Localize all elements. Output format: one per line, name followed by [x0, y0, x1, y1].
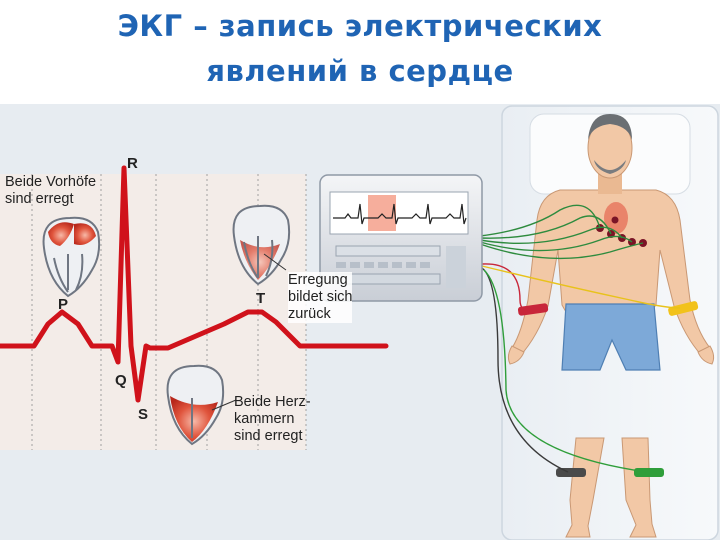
ecg-illustration: Beide Vorhöfe sind erregt Erregung bilde… [0, 100, 720, 540]
heart-recovery-icon [232, 204, 291, 286]
label-ventricles-line-2: kammern [234, 411, 295, 427]
label-atria-excited: Beide Vorhöfe sind erregt [5, 174, 96, 208]
wave-label-q: Q [115, 372, 127, 389]
label-recovery-line-2: bildet sich [288, 289, 353, 305]
wave-label-r: R [127, 155, 138, 172]
annotation-pointers [211, 253, 287, 411]
label-ventricles-line-3: sind erregt [234, 428, 303, 444]
wave-label-t: T [256, 290, 266, 307]
wave-label-p: P [58, 296, 69, 313]
label-ventricles-excited: Beide Herz- kammern sind erregt [234, 394, 311, 445]
ecg-monitor-icon [319, 174, 483, 302]
label-atria-line-1: Beide Vorhöfe [5, 174, 97, 190]
slide-title-line-1: ЭКГ – запись электрических [117, 9, 603, 43]
heart-atria-icon [42, 216, 101, 298]
slide-title: ЭКГ – запись электрических явлений в сер… [0, 4, 720, 94]
label-recovery-line-3: zurück [288, 306, 331, 322]
label-ventricles-line-1: Beide Herz- [234, 394, 311, 410]
wave-label-s: S [138, 406, 149, 423]
label-excitation-recovery: Erregung bildet sich zurück [288, 272, 353, 323]
slide-title-line-2: явлений в сердце [206, 54, 514, 88]
ecg-trace [0, 165, 389, 403]
patient-figure-icon [507, 114, 715, 538]
ecg-cables [479, 204, 681, 473]
label-atria-line-2: sind erregt [5, 191, 74, 207]
label-recovery-line-1: Erregung [288, 272, 348, 288]
ecg-illustration-canvas [0, 104, 720, 540]
heart-ventricles-icon [166, 364, 225, 446]
